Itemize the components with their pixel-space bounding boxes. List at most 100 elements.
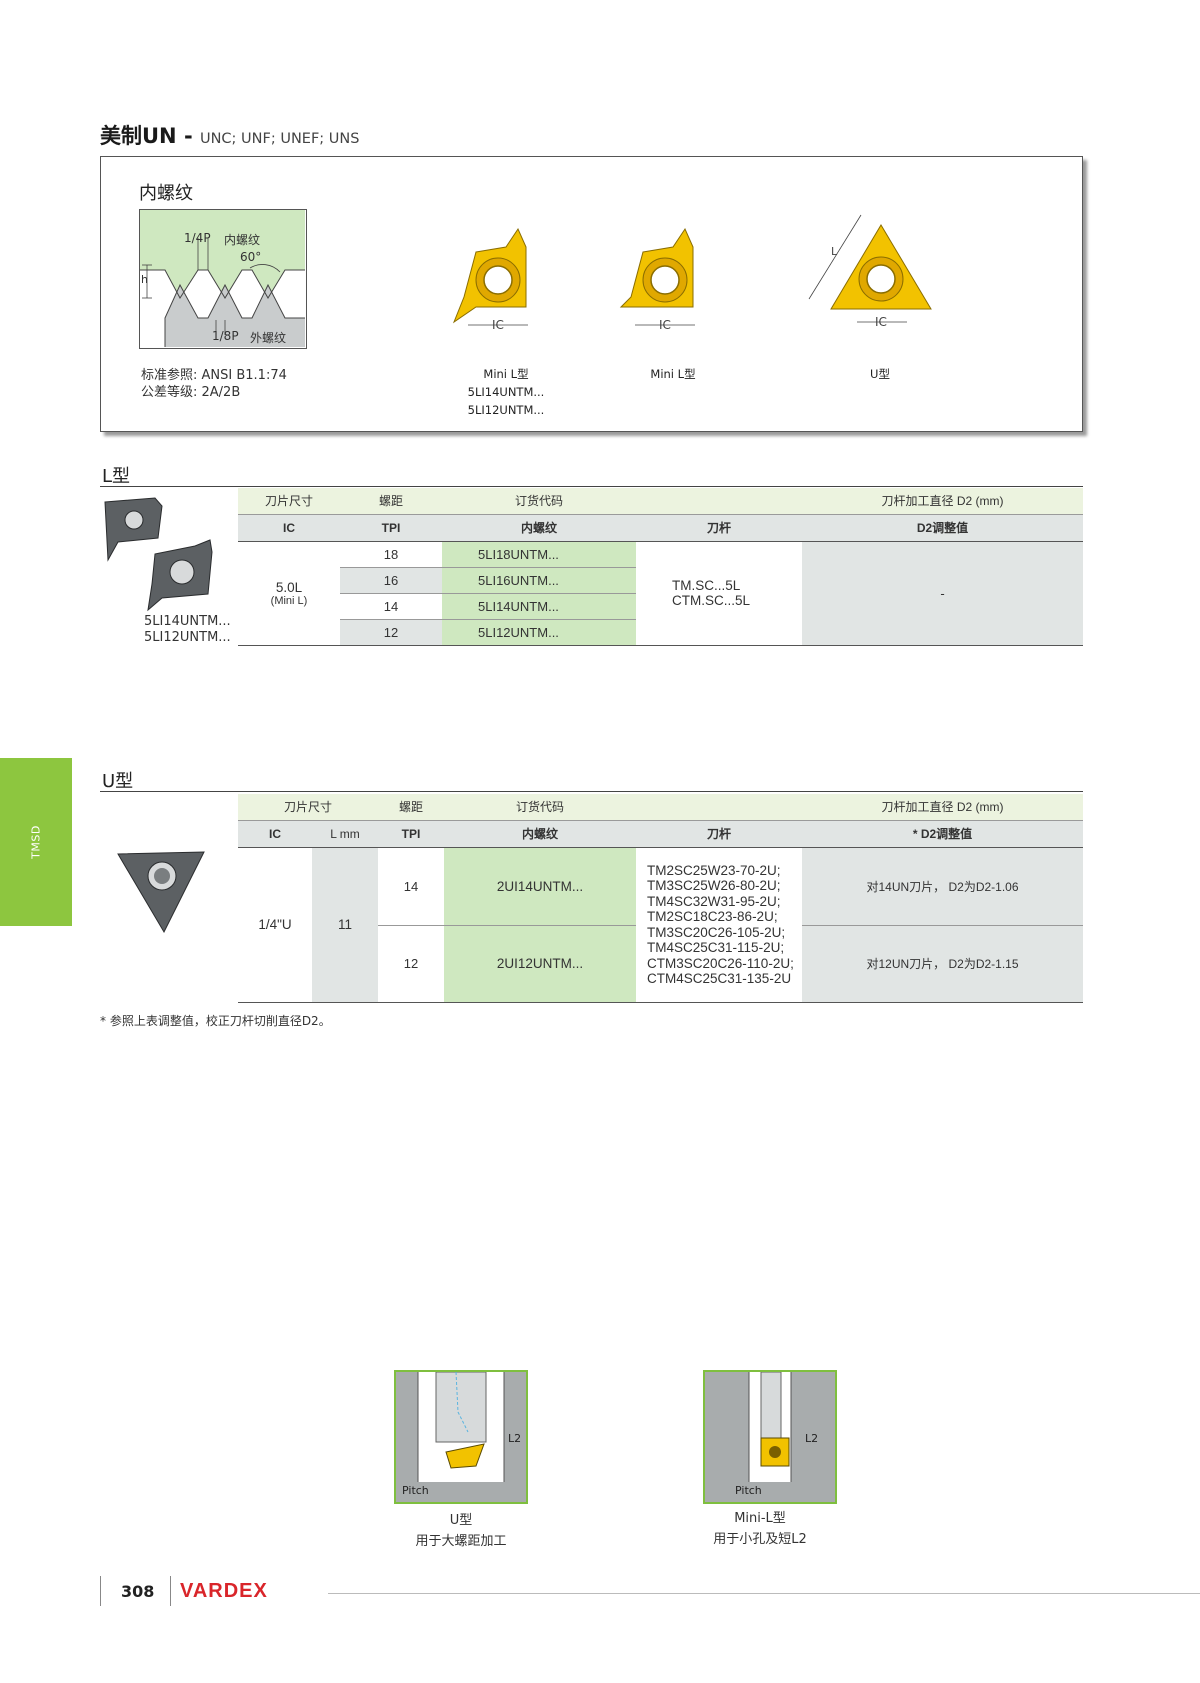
standard-reference: 标准参照: ANSI B1.1:74: [141, 368, 287, 383]
header-d2-adjust: * D2调整值: [802, 820, 1084, 848]
height-label: h: [141, 273, 148, 286]
l2-label: L2: [508, 1432, 522, 1445]
footnote: * 参照上表调整值，校正刀杆切削直径D2。: [100, 1014, 331, 1028]
l-insert-image-caption: 5LI14UNTM... 5LI12UNTM...: [144, 614, 231, 646]
header-ic: IC: [238, 820, 312, 848]
tpi-cell: 18: [340, 541, 442, 568]
d2-adjust-cell: 对14UN刀片， D2为D2-1.06: [802, 847, 1084, 926]
header-d2-adjust: D2调整值: [802, 514, 1083, 542]
l-type-section-title: L型: [102, 466, 131, 487]
l-d2-adjust-cell: -: [802, 541, 1083, 646]
header-ic: IC: [238, 514, 340, 542]
thread-profile-diagram: 1/4P 内螺纹 60° h 1/8P 外螺纹: [139, 209, 307, 349]
order-code-cell[interactable]: 5LI18UNTM...: [442, 541, 636, 568]
tpi-cell: 12: [340, 619, 442, 646]
u-type-section-title: U型: [102, 771, 134, 792]
header-tpi: TPI: [378, 820, 445, 848]
u-insert-image: [112, 846, 212, 936]
holder-code: CTM4SC25C31-135-2U: [647, 971, 792, 986]
mini-l-application-figure: Pitch L2: [703, 1370, 837, 1504]
table-row: 16 5LI16UNTM...: [238, 567, 1083, 594]
u-application-diagram: [396, 1372, 526, 1502]
order-code-cell[interactable]: 2UI14UNTM...: [444, 847, 637, 926]
insert-code-label: 5LI12UNTM...: [467, 403, 545, 417]
application-description: 用于小孔及短L2: [713, 1532, 807, 1547]
header-empty: [636, 794, 803, 821]
l-insert-photo: [104, 497, 213, 612]
holder-code: TM3SC25W26-80-2U;: [647, 878, 781, 893]
header-pitch: 螺距: [340, 488, 442, 515]
header-holder: 刀杆: [636, 514, 802, 542]
header-pitch: 螺距: [378, 794, 445, 821]
ic-dimension-label: IC: [875, 315, 887, 329]
header-internal-thread: 内螺纹: [444, 820, 637, 848]
u-type-application-figure: Pitch L2: [394, 1370, 528, 1504]
pitch-label: Pitch: [735, 1484, 762, 1497]
u-insert-icon: [808, 214, 932, 323]
table-row: 5.0L (Mini L) 18 5LI18UNTM... TM.SC...5L…: [238, 541, 1083, 646]
l-insert-image: 5LI14UNTM... 5LI12UNTM...: [100, 494, 231, 654]
header-empty: [636, 488, 802, 515]
header-holder: 刀杆: [636, 820, 803, 848]
ic-dimension-label: IC: [492, 318, 504, 332]
order-code-cell[interactable]: 5LI12UNTM...: [442, 619, 636, 646]
header-order-code: 订货代码: [444, 794, 637, 821]
insert-label-1: Mini L型 5LI14UNTM... 5LI12UNTM...: [426, 365, 586, 419]
u-insert-figure: L IC: [801, 207, 941, 342]
tpi-cell: 14: [340, 593, 442, 620]
thread-info-box: 内螺纹 1/4P 内螺纹 60° h 1/8P 外螺纹 标准参照: ANSI B…: [100, 156, 1083, 432]
header-tpi: TPI: [340, 514, 442, 542]
application-type: Mini-L型: [734, 1511, 786, 1526]
insert-type-label: Mini L型: [483, 367, 529, 381]
header-order-code: 订货代码: [442, 488, 636, 515]
holder-code: TM4SC25C31-115-2U;: [647, 940, 785, 955]
header-l-mm: L mm: [312, 820, 379, 848]
holder-code: TM3SC20C26-105-2U;: [647, 924, 786, 940]
table-row: 12 5LI12UNTM...: [238, 619, 1083, 646]
footer-divider-right: [170, 1576, 171, 1606]
u-ic-cell: 1/4"U: [238, 847, 312, 1003]
d2-adjust-cell: 对12UN刀片， D2为D2-1.15: [802, 925, 1084, 1003]
tolerance-class: 公差等级: 2A/2B: [141, 385, 241, 400]
page-number: 308: [121, 1582, 155, 1601]
section-tab[interactable]: TMSD: [0, 758, 72, 926]
brand-logo: VARDEX: [180, 1580, 268, 1602]
l-table-header-row-2: IC TPI 内螺纹 刀杆 D2调整值: [238, 514, 1083, 542]
external-thread-label: 外螺纹: [250, 331, 287, 345]
u-l-cell: 11: [312, 847, 379, 1003]
insert-code-caption: 5LI14UNTM...: [144, 614, 231, 629]
header-insert-size: 刀片尺寸: [238, 488, 340, 515]
order-code-cell[interactable]: 2UI12UNTM...: [444, 925, 637, 1003]
u-table-header-row-2: IC L mm TPI 内螺纹 刀杆 * D2调整值: [238, 820, 1084, 848]
eighth-pitch-label: 1/8P: [212, 329, 239, 343]
ic-value: 5.0L: [275, 579, 303, 595]
header-d2: 刀杆加工直径 D2 (mm): [802, 794, 1084, 821]
l-dimension-label: L: [831, 245, 838, 258]
insert-label-2: Mini L型: [593, 365, 753, 383]
internal-thread-heading: 内螺纹: [139, 183, 193, 204]
table-row: 12 2UI12UNTM... 对12UN刀片， D2为D2-1.15: [238, 925, 1084, 1003]
holder-code: TM2SC25W23-70-2U;: [647, 862, 781, 878]
holder-code: CTM.SC...5L: [672, 593, 751, 608]
table-row: 14 5LI14UNTM...: [238, 593, 1083, 620]
l-type-table: 刀片尺寸 螺距 订货代码 刀杆加工直径 D2 (mm) IC TPI 内螺纹 刀…: [238, 488, 1083, 646]
page-title: 美制UN - UNC; UNF; UNEF; UNS: [100, 120, 359, 150]
u-insert-photo: [117, 851, 205, 934]
insert-type-label: Mini L型: [650, 367, 696, 381]
holder-code: TM.SC...5L: [672, 578, 741, 593]
insert-code-caption: 5LI12UNTM...: [144, 630, 231, 645]
order-code-cell[interactable]: 5LI16UNTM...: [442, 567, 636, 594]
insert-label-3: U型: [800, 365, 960, 383]
order-code-cell[interactable]: 5LI14UNTM...: [442, 593, 636, 620]
footer-rule: [328, 1593, 1200, 1594]
header-d2: 刀杆加工直径 D2 (mm): [802, 488, 1083, 515]
holder-code: TM2SC18C23-86-2U;: [647, 909, 778, 924]
ic-dimension-label: IC: [659, 318, 671, 332]
pitch-label: Pitch: [402, 1484, 429, 1497]
l2-label: L2: [805, 1432, 819, 1445]
angle-label: 60°: [240, 250, 262, 264]
footer-divider-left: [100, 1576, 101, 1606]
tpi-cell: 14: [378, 847, 445, 926]
header-insert-size: 刀片尺寸: [238, 794, 379, 821]
u-type-application-caption: U型 用于大螺距加工: [361, 1510, 561, 1552]
